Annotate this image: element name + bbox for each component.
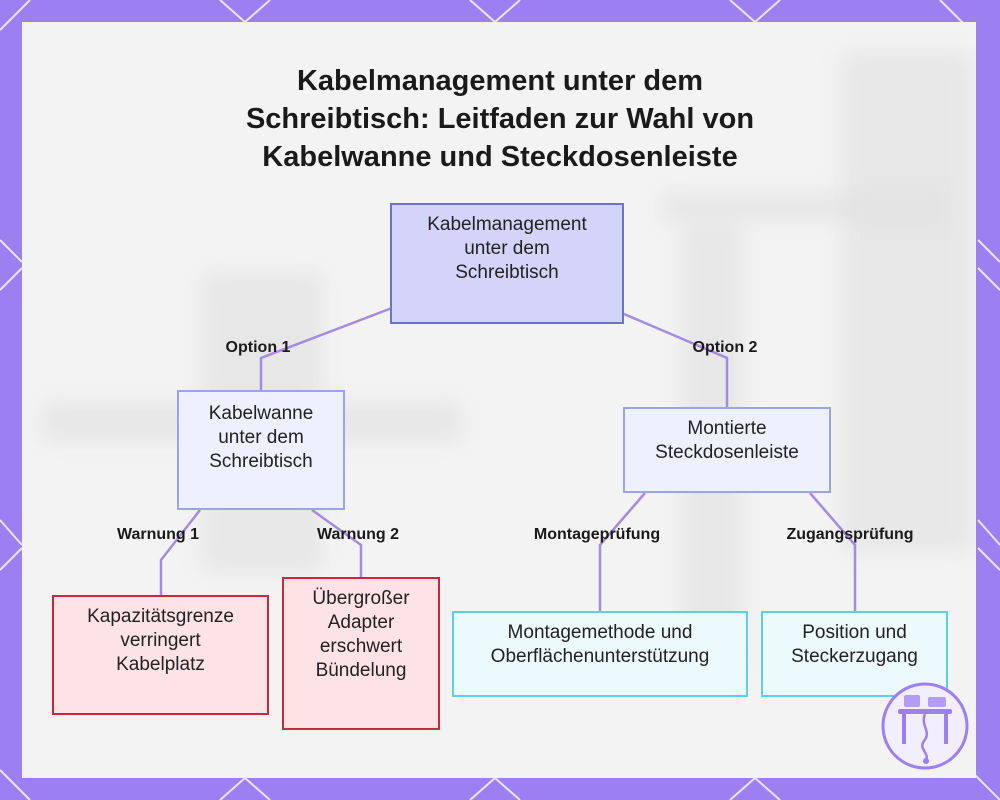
link-root-option1 <box>259 306 393 390</box>
node-warning2: Übergroßer Adapter erschwert Bündelung <box>282 577 440 730</box>
edge-label-access-check: Zugangsprüfung <box>786 526 914 543</box>
node-option1-cable-tray: Kabelwanne unter dem Schreibtisch <box>177 390 345 510</box>
edge-label-warning1: Warnung 1 <box>116 526 200 543</box>
edge-label-warning2: Warnung 2 <box>316 526 400 543</box>
edge-label-mount-check: Montageprüfung <box>533 526 661 543</box>
node-warning1: Kapazitätsgrenze verringert Kabelplatz <box>52 595 269 715</box>
node-access-check: Position und Steckerzugang <box>761 611 948 697</box>
link-option2-access <box>809 492 857 611</box>
node-mount-check: Montagemethode und Oberflächenunterstütz… <box>452 611 748 697</box>
node-option2-power-strip: Montierte Steckdosenleiste <box>623 407 831 493</box>
link-option1-warn1 <box>159 509 201 595</box>
link-option1-warn2 <box>311 508 363 577</box>
node-root: Kabelmanagement unter dem Schreibtisch <box>390 203 624 324</box>
diagram-title: Kabelmanagement unter dem Schreibtisch: … <box>245 65 755 173</box>
edge-label-option2: Option 2 <box>692 339 758 356</box>
link-root-option2 <box>623 312 729 407</box>
link-option2-mount <box>598 492 646 611</box>
desk-logo-icon <box>880 681 970 771</box>
edge-label-option1: Option 1 <box>225 339 291 356</box>
